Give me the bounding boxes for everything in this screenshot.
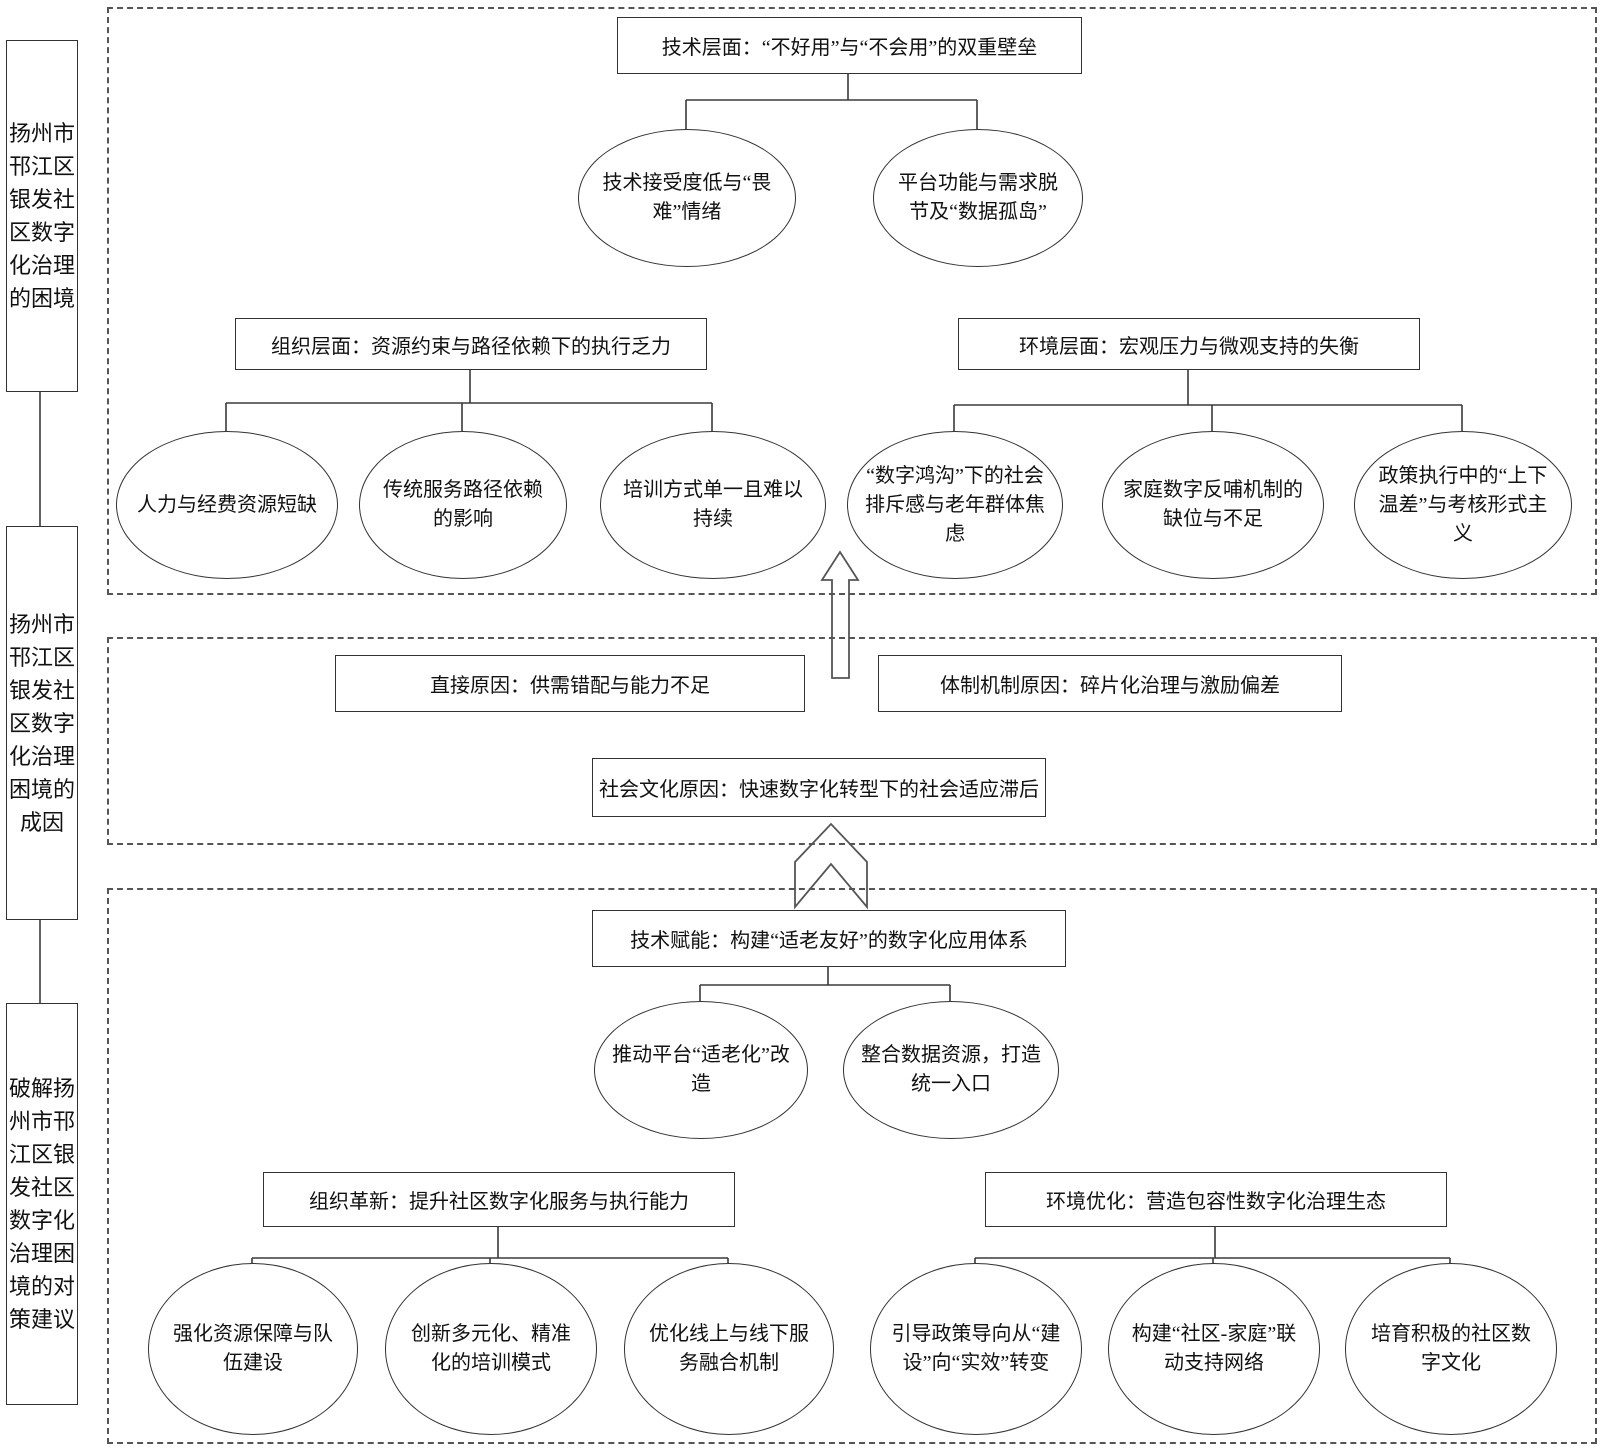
counter-tech-child-0-label: 推动平台“适老化”改造 bbox=[612, 1044, 790, 1095]
dilemma-org-child-0-label: 人力与经费资源短缺 bbox=[137, 493, 317, 516]
cause-system-label: 体制机制原因：碎片化治理与激励偏差 bbox=[940, 675, 1280, 697]
counter-tech-child-1-label: 整合数据资源，打造统一入口 bbox=[861, 1044, 1041, 1095]
counter-env-title: 环境优化：营造包容性数字化治理生态 bbox=[1046, 1191, 1386, 1213]
rail-box-countermeasures-label: 破解扬州市邗江区银发社区数字化治理困境的对策建议 bbox=[9, 1076, 76, 1332]
dilemma-org-child-2: 培训方式单一且难以持续 bbox=[600, 431, 826, 579]
dilemma-org-title: 组织层面：资源约束与路径依赖下的执行乏力 bbox=[271, 335, 671, 358]
section-countermeasures-frame bbox=[107, 888, 1597, 1444]
counter-tech-title: 技术赋能：构建“适老友好”的数字化应用体系 bbox=[630, 930, 1028, 952]
cause-system-box: 体制机制原因：碎片化治理与激励偏差 bbox=[878, 655, 1342, 712]
counter-env-child-2-label: 培育积极的社区数字文化 bbox=[1371, 1323, 1531, 1374]
dilemma-org-child-1: 传统服务路径依赖的影响 bbox=[359, 431, 567, 579]
section-causes-frame bbox=[107, 637, 1597, 845]
rail-box-dilemma: 扬州市邗江区银发社区数字化治理的困境 bbox=[6, 40, 78, 392]
dilemma-tech-title-box: 技术层面：“不好用”与“不会用”的双重壁垒 bbox=[617, 17, 1082, 74]
dilemma-org-child-1-label: 传统服务路径依赖的影响 bbox=[383, 479, 543, 530]
dilemma-tech-child-0-label: 技术接受度低与“畏难”情绪 bbox=[602, 172, 772, 223]
counter-org-child-1: 创新多元化、精准化的培训模式 bbox=[385, 1263, 597, 1435]
dilemma-env-child-0: “数字鸿沟”下的社会排斥感与老年群体焦虑 bbox=[847, 431, 1063, 579]
counter-org-child-2: 优化线上与线下服务融合机制 bbox=[624, 1263, 834, 1435]
rail-box-causes: 扬州市邗江区银发社区数字化治理困境的成因 bbox=[6, 526, 78, 920]
rail-box-countermeasures: 破解扬州市邗江区银发社区数字化治理困境的对策建议 bbox=[6, 1003, 78, 1405]
counter-env-child-2: 培育积极的社区数字文化 bbox=[1345, 1263, 1557, 1435]
dilemma-tech-child-1: 平台功能与需求脱节及“数据孤岛” bbox=[873, 129, 1083, 267]
counter-org-child-0: 强化资源保障与队伍建设 bbox=[148, 1263, 358, 1435]
dilemma-env-title: 环境层面：宏观压力与微观支持的失衡 bbox=[1019, 335, 1359, 358]
counter-tech-title-box: 技术赋能：构建“适老友好”的数字化应用体系 bbox=[592, 910, 1066, 967]
counter-env-title-box: 环境优化：营造包容性数字化治理生态 bbox=[985, 1172, 1447, 1227]
cause-social-label: 社会文化原因：快速数字化转型下的社会适应滞后 bbox=[599, 779, 1039, 801]
counter-org-child-1-label: 创新多元化、精准化的培训模式 bbox=[411, 1323, 571, 1374]
counter-env-child-1: 构建“社区-家庭”联动支持网络 bbox=[1108, 1263, 1320, 1435]
section-dilemma-frame bbox=[107, 7, 1597, 595]
dilemma-env-title-box: 环境层面：宏观压力与微观支持的失衡 bbox=[958, 318, 1420, 370]
cause-direct-label: 直接原因：供需错配与能力不足 bbox=[430, 675, 710, 697]
counter-tech-child-1: 整合数据资源，打造统一入口 bbox=[843, 1001, 1059, 1139]
cause-direct-box: 直接原因：供需错配与能力不足 bbox=[335, 655, 805, 712]
counter-env-child-0-label: 引导政策导向从“建设”向“实效”转变 bbox=[891, 1323, 1061, 1374]
dilemma-env-child-1-label: 家庭数字反哺机制的缺位与不足 bbox=[1123, 479, 1303, 530]
dilemma-org-child-0: 人力与经费资源短缺 bbox=[116, 431, 338, 579]
dilemma-org-title-box: 组织层面：资源约束与路径依赖下的执行乏力 bbox=[235, 318, 707, 370]
dilemma-env-child-2: 政策执行中的“上下温差”与考核形式主义 bbox=[1354, 431, 1572, 579]
dilemma-tech-child-0: 技术接受度低与“畏难”情绪 bbox=[578, 129, 796, 267]
dilemma-env-child-0-label: “数字鸿沟”下的社会排斥感与老年群体焦虑 bbox=[865, 464, 1045, 545]
counter-tech-child-0: 推动平台“适老化”改造 bbox=[594, 1001, 808, 1139]
cause-social-box: 社会文化原因：快速数字化转型下的社会适应滞后 bbox=[592, 758, 1046, 817]
dilemma-env-child-2-label: 政策执行中的“上下温差”与考核形式主义 bbox=[1378, 464, 1548, 545]
counter-org-child-2-label: 优化线上与线下服务融合机制 bbox=[649, 1323, 809, 1374]
rail-box-causes-label: 扬州市邗江区银发社区数字化治理困境的成因 bbox=[9, 611, 76, 835]
counter-env-child-1-label: 构建“社区-家庭”联动支持网络 bbox=[1131, 1323, 1297, 1374]
dilemma-env-child-1: 家庭数字反哺机制的缺位与不足 bbox=[1102, 431, 1324, 579]
rail-box-dilemma-label: 扬州市邗江区银发社区数字化治理的困境 bbox=[9, 121, 76, 311]
counter-org-title-box: 组织革新：提升社区数字化服务与执行能力 bbox=[263, 1172, 735, 1227]
counter-org-child-0-label: 强化资源保障与队伍建设 bbox=[173, 1323, 333, 1374]
dilemma-org-child-2-label: 培训方式单一且难以持续 bbox=[623, 479, 803, 530]
dilemma-tech-child-1-label: 平台功能与需求脱节及“数据孤岛” bbox=[898, 172, 1058, 223]
counter-org-title: 组织革新：提升社区数字化服务与执行能力 bbox=[309, 1191, 689, 1213]
dilemma-tech-title: 技术层面：“不好用”与“不会用”的双重壁垒 bbox=[661, 37, 1038, 59]
counter-env-child-0: 引导政策导向从“建设”向“实效”转变 bbox=[870, 1263, 1082, 1435]
